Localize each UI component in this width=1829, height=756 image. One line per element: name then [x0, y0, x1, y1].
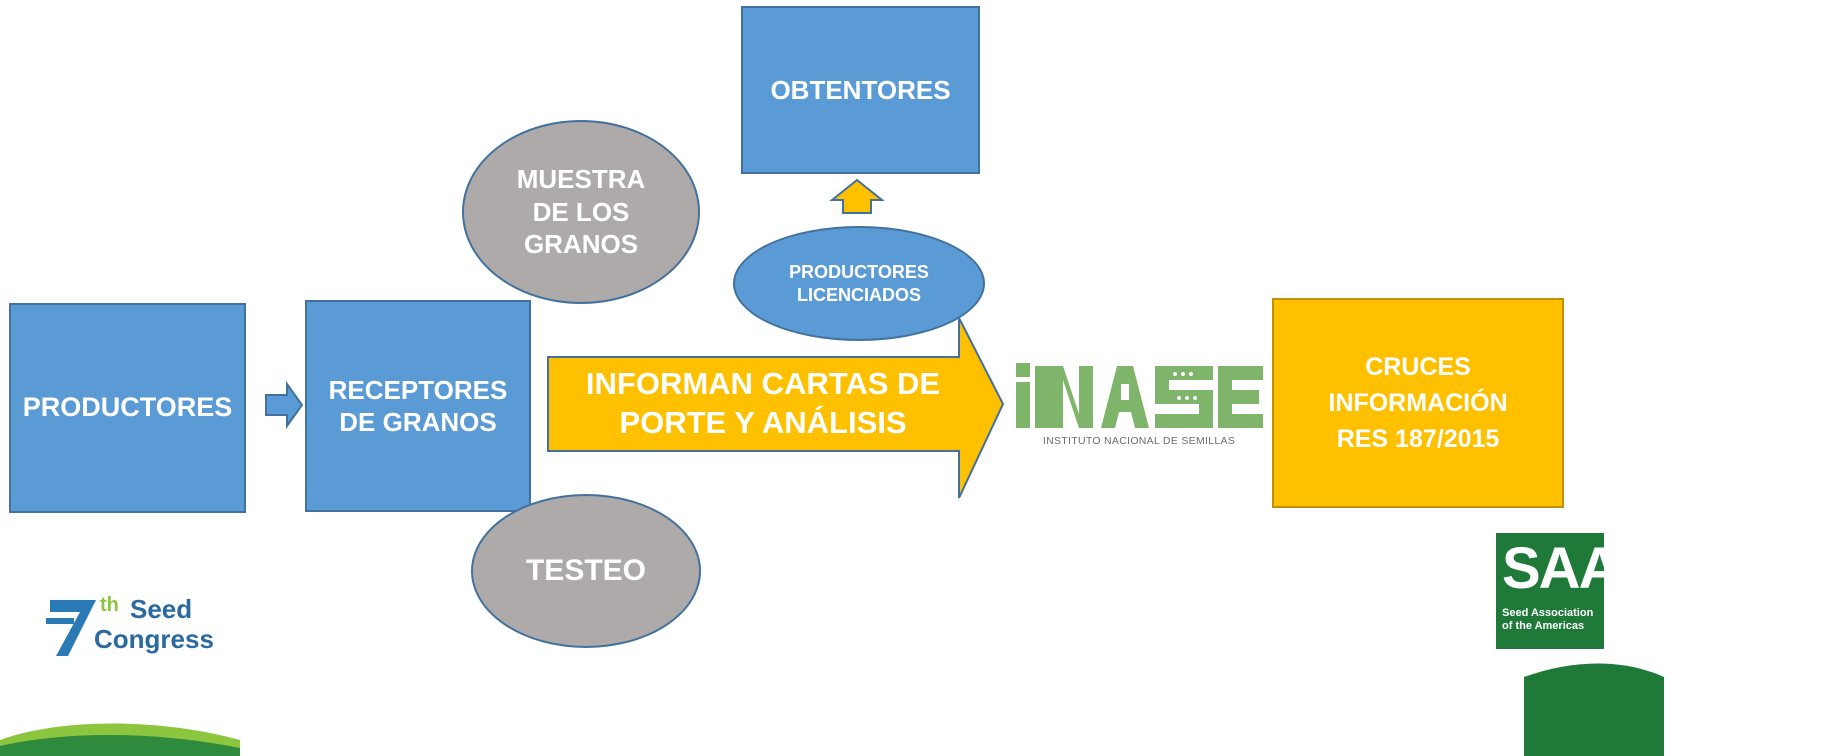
big-arrow-label: INFORMAN CARTAS DE PORTE Y ANÁLISIS: [585, 366, 941, 440]
congress-suffix: th: [100, 594, 119, 616]
seed-congress-logo: th Seed Congress: [0, 590, 240, 756]
muestra-label: MUESTRA DE LOS GRANOS: [516, 164, 646, 260]
congress-line1: Seed: [130, 594, 193, 624]
cruces-label: CRUCES INFORMACIÓN RES 187/2015: [1328, 352, 1508, 454]
inase-logo: INSTITUTO NACIONAL DE SEMILLAS: [1013, 360, 1265, 455]
receptores-label: RECEPTORES DE GRANOS: [328, 374, 508, 438]
inase-logo-mark: [1016, 363, 1263, 428]
saa-letters: SAA: [1502, 536, 1620, 601]
testeo-ellipse: TESTEO: [471, 494, 701, 648]
licenciados-ellipse: PRODUCTORES LICENCIADOS: [733, 226, 985, 341]
muestra-ellipse: MUESTRA DE LOS GRANOS: [462, 120, 700, 304]
saa-line1: Seed Association: [1502, 607, 1594, 619]
obtentores-box: OBTENTORES: [741, 6, 980, 174]
productores-box: PRODUCTORES: [9, 303, 246, 513]
receptores-box: RECEPTORES DE GRANOS: [305, 300, 531, 512]
small-arrow-right: [265, 380, 304, 430]
saa-line2: of the Americas: [1502, 620, 1585, 632]
testeo-label: TESTEO: [525, 554, 646, 588]
saa-logo: SAA Seed Association of the Americas: [1484, 527, 1829, 756]
cruces-box: CRUCES INFORMACIÓN RES 187/2015: [1272, 298, 1564, 508]
licenciados-label: PRODUCTORES LICENCIADOS: [789, 262, 929, 305]
obtentores-label: OBTENTORES: [770, 74, 951, 105]
seed-congress-swoosh: [0, 600, 240, 756]
saa-badge: [1496, 533, 1664, 756]
inase-subtitle: INSTITUTO NACIONAL DE SEMILLAS: [1042, 435, 1236, 447]
productores-label: PRODUCTORES: [22, 392, 233, 423]
small-arrow-up: [829, 178, 885, 214]
congress-line2: Congress: [94, 624, 214, 654]
